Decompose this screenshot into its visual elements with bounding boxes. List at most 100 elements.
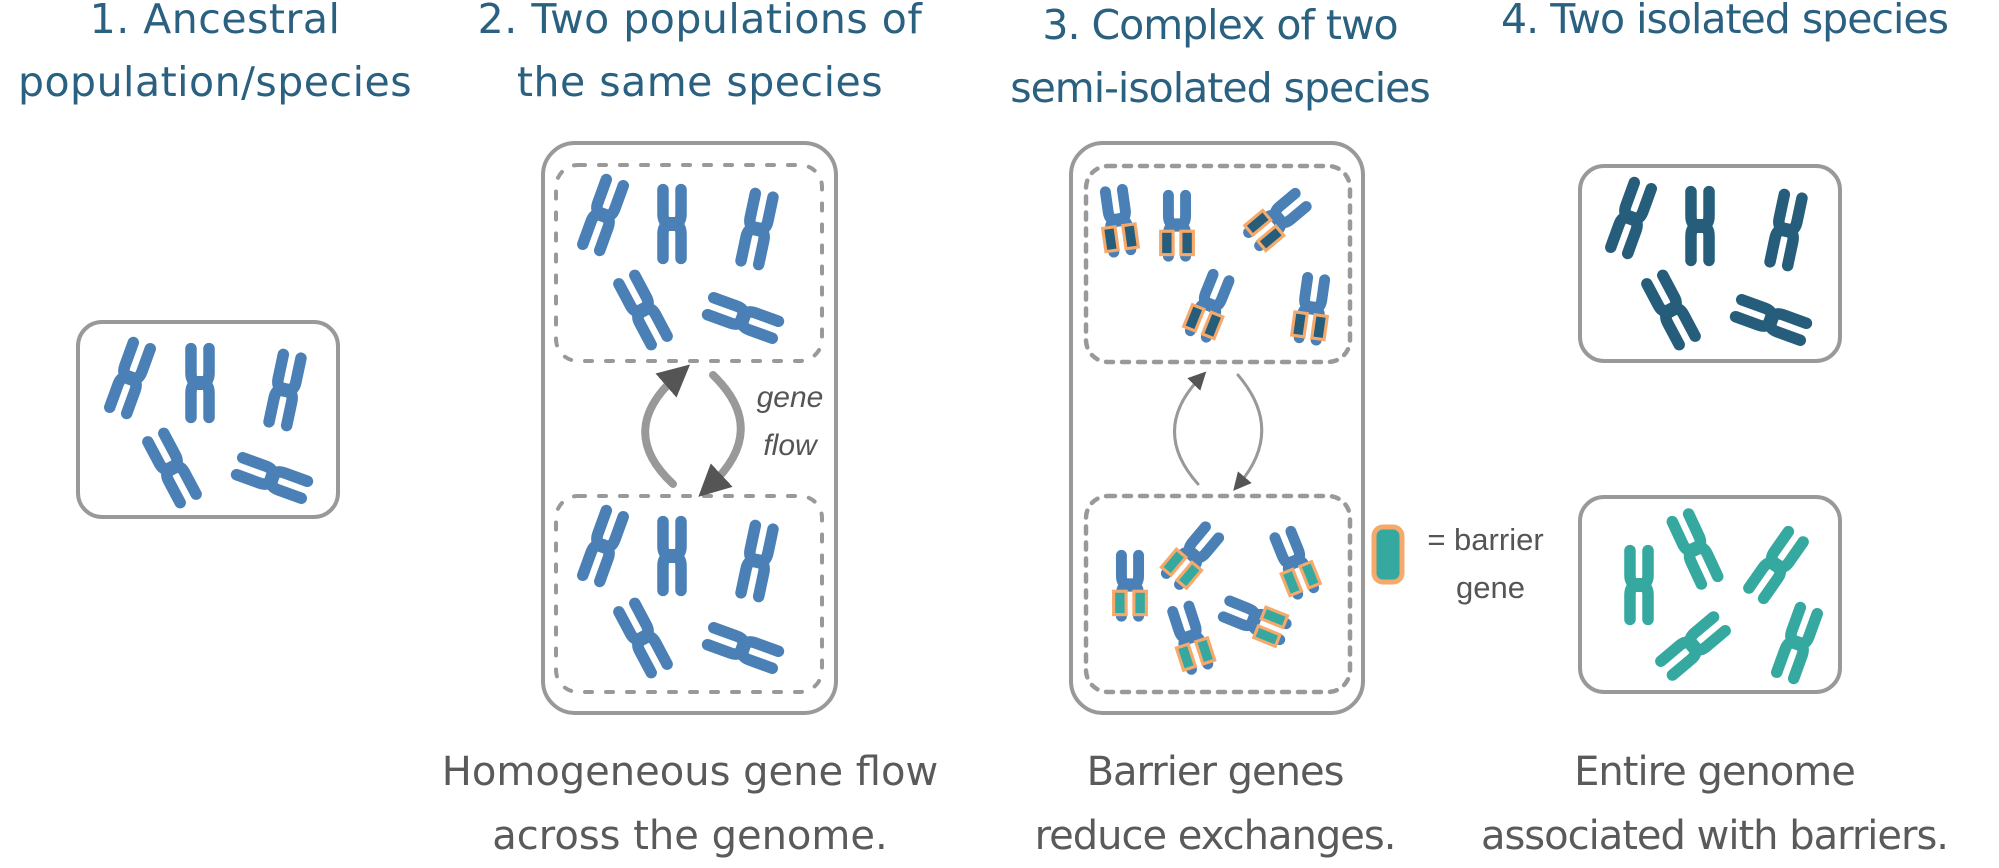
panel1-chromosomes <box>109 342 308 503</box>
chromosome <box>1646 275 1696 345</box>
chromosome <box>618 603 668 673</box>
panel1-box <box>76 320 340 519</box>
panel2-caption-line1: Homogeneous gene flow <box>441 749 939 795</box>
panel1-title-line1: 1. Ancestral <box>89 0 341 43</box>
chromosome <box>1660 616 1725 675</box>
panel3-caption-line1: Barrier genes <box>1086 749 1345 795</box>
panel2-lower-population-box <box>554 494 824 694</box>
chromosome-with-barrier-genes <box>1159 522 1224 591</box>
barrier-gene <box>1259 605 1290 630</box>
panel4-caption-line1: Entire genome <box>1574 749 1856 795</box>
chromosome <box>109 342 151 413</box>
barrier-gene <box>1200 310 1225 341</box>
chromosome <box>618 275 668 345</box>
chromosome <box>1672 514 1719 585</box>
reduced-flow-arrow-up <box>1173 371 1207 486</box>
panel3-lower-population-box <box>1083 493 1353 695</box>
chromosome-with-barrier-genes <box>1165 604 1217 673</box>
panel2-upper-population-box <box>554 163 824 363</box>
chromosome <box>1610 182 1652 253</box>
chromosome <box>147 433 197 503</box>
panel3-upper-chromosomes <box>1098 187 1333 341</box>
chromosome <box>707 297 778 339</box>
panel4-caption: Entire genome associated with barriers. <box>1430 740 1999 868</box>
chromosome-with-barrier-genes <box>1098 188 1141 254</box>
barrier-gene <box>1242 208 1273 238</box>
panel4-title: 4. Two isolated species <box>1450 0 1999 51</box>
legend-barrier-gene-symbol <box>1371 524 1405 585</box>
panel3-title-line2: semi-isolated species <box>1010 64 1431 112</box>
panel2-lower-chromosomes <box>582 510 779 673</box>
gene-flow-label-line1: gene <box>756 381 824 414</box>
panel2-outer-box <box>541 141 838 715</box>
chromosome <box>1735 299 1806 341</box>
chromosome-with-barrier-genes <box>1289 276 1332 342</box>
panel3-title: 3. Complex of two semi-isolated species <box>960 0 1480 120</box>
chromosome-with-barrier-genes <box>1220 594 1290 649</box>
chromosome <box>1776 607 1818 678</box>
barrier-gene <box>1297 559 1323 591</box>
chromosome <box>190 349 210 418</box>
barrier-gene <box>1159 229 1175 257</box>
gene-flow-arrow-up <box>641 364 691 488</box>
panel3-title-line1: 3. Complex of two <box>1042 1 1398 49</box>
panel4-upper-chromosomes <box>1610 182 1807 345</box>
panel3-upper-population-box <box>1083 163 1353 365</box>
chromosome <box>707 627 778 669</box>
barrier-gene <box>1174 560 1204 591</box>
panel4-caption-line2: associated with barriers. <box>1480 813 1949 859</box>
chromosome-with-barrier-genes <box>1242 187 1312 253</box>
chromosome <box>268 354 302 425</box>
chromosome <box>662 190 682 259</box>
chromosome <box>1690 192 1710 261</box>
panel2-title-line1: 2. Two populations of <box>477 0 923 43</box>
panel2-caption-line2: across the genome. <box>492 813 888 859</box>
barrier-gene <box>1181 302 1207 334</box>
chromosome-with-barrier-genes <box>1268 528 1323 598</box>
barrier-gene <box>1179 229 1195 257</box>
chromosome <box>740 193 774 264</box>
gene-flow-label: gene flow <box>740 374 840 470</box>
chromosome <box>740 525 774 596</box>
barrier-gene <box>1112 589 1128 617</box>
panel1-title-line2: population/species <box>17 58 413 106</box>
panel4-lower-chromosomes <box>1629 514 1818 679</box>
panel3-outer-box <box>1069 141 1365 715</box>
legend-text-line2: gene <box>1456 570 1525 605</box>
chromosome <box>236 457 307 499</box>
barrier-gene-icon <box>1371 524 1405 585</box>
gene-flow-label-line2: flow <box>763 429 817 462</box>
gene-flow-arrow-down <box>698 371 745 497</box>
panel1-title: 1. Ancestral population/species <box>0 0 430 114</box>
legend-text: = barrier gene <box>1408 516 1563 612</box>
panel2-title-line2: the same species <box>516 58 884 106</box>
barrier-gene <box>1251 623 1283 649</box>
panel1 <box>76 320 340 519</box>
chromosome <box>582 179 624 250</box>
panel4-title-line1: 4. Two isolated species <box>1501 0 1949 43</box>
barrier-gene <box>1120 222 1141 251</box>
barrier-gene <box>1174 642 1198 673</box>
barrier-gene <box>1289 310 1310 339</box>
chromosome-with-barrier-genes <box>1159 195 1195 257</box>
barrier-gene <box>1100 224 1121 254</box>
barrier-gene <box>1193 635 1217 666</box>
panel2 <box>541 141 838 715</box>
chromosome <box>1629 551 1649 620</box>
panel4 <box>1578 164 1842 694</box>
reduced-flow-arrow-down <box>1233 373 1264 491</box>
barrier-gene <box>1255 223 1286 253</box>
barrier-gene <box>1309 312 1330 342</box>
panel2-title: 2. Two populations of the same species <box>470 0 930 114</box>
chromosome <box>1769 194 1803 265</box>
barrier-gene <box>1279 567 1304 598</box>
panel2-upper-chromosomes <box>582 179 779 345</box>
panel3-caption-line2: reduce exchanges. <box>1034 813 1397 859</box>
chromosome <box>662 522 682 591</box>
chromosome <box>1748 531 1804 599</box>
panel3-caption: Barrier genes reduce exchanges. <box>970 740 1460 868</box>
panel2-caption: Homogeneous gene flow across the genome. <box>390 740 990 868</box>
legend-text-line1: = barrier <box>1427 522 1544 557</box>
chromosome-with-barrier-genes <box>1181 271 1236 341</box>
chromosome <box>582 510 624 581</box>
